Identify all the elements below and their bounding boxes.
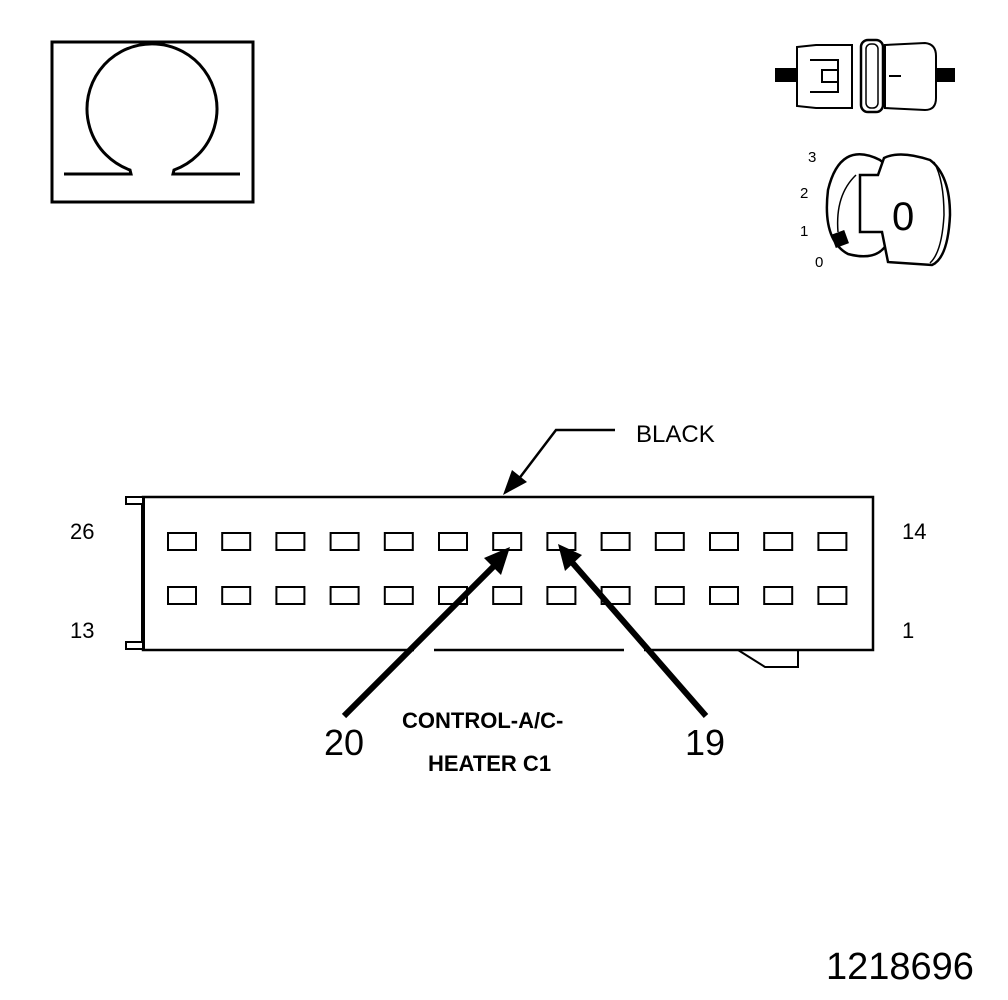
- cavity-top-2: [221, 532, 252, 551]
- cavity-bottom-8: [546, 586, 577, 605]
- cavity-top-3: [275, 532, 306, 551]
- pin-label-14: 14: [902, 519, 927, 544]
- cavity-top-4: [329, 532, 360, 551]
- key-position-0: 0: [815, 254, 824, 271]
- cavity-top-1: [167, 532, 197, 551]
- pin-label-13: 13: [70, 618, 95, 643]
- cavity-top-5: [383, 532, 414, 551]
- pin-label-26: 26: [70, 519, 95, 544]
- connector-color-label: BLACK: [636, 421, 715, 448]
- key-face-label: 0: [892, 195, 915, 239]
- color-leader-arrow: [503, 428, 615, 495]
- connector-title-line-2: HEATER C1: [428, 751, 552, 776]
- callout-label-pin-20: 20: [324, 722, 365, 763]
- connector-body: [125, 495, 875, 668]
- ohm-symbol-icon: [50, 40, 255, 204]
- cavity-top-13: [817, 532, 848, 551]
- connector-title-line-1: CONTROL-A/C-: [402, 708, 564, 733]
- key-position-1: 1: [800, 223, 809, 240]
- cavity-bottom-11: [709, 586, 739, 605]
- callout-label-pin-19: 19: [685, 722, 726, 763]
- cavity-bottom-2: [221, 586, 252, 605]
- cavity-bottom-1: [167, 586, 197, 605]
- cavity-bottom-3: [275, 586, 306, 605]
- cavity-bottom-7: [492, 586, 523, 605]
- cavity-bottom-10: [654, 586, 685, 605]
- cavity-top-10: [654, 532, 685, 551]
- callout-arrow-pin-20: [341, 547, 510, 719]
- cavity-top-6: [438, 532, 468, 551]
- callout-arrow-pin-19: [558, 544, 709, 718]
- cavity-bottom-13: [817, 586, 848, 605]
- key-position-3: 3: [808, 149, 817, 166]
- cavity-bottom-12: [763, 586, 794, 605]
- pin-label-1: 1: [902, 618, 915, 643]
- cavity-bottom-4: [329, 586, 360, 605]
- cavity-top-7: [492, 532, 523, 551]
- cavity-top-9: [600, 532, 631, 551]
- cavity-row-bottom: [167, 586, 848, 605]
- cavity-top-11: [709, 532, 739, 551]
- key-position-2: 2: [800, 185, 809, 202]
- cavity-top-12: [763, 532, 794, 551]
- figure-id: 1218696: [826, 946, 974, 988]
- cavity-row-top: [167, 532, 848, 551]
- cavity-bottom-5: [383, 586, 414, 605]
- ignition-key-icon: [825, 153, 952, 267]
- disconnected-connector-icon: [775, 38, 955, 114]
